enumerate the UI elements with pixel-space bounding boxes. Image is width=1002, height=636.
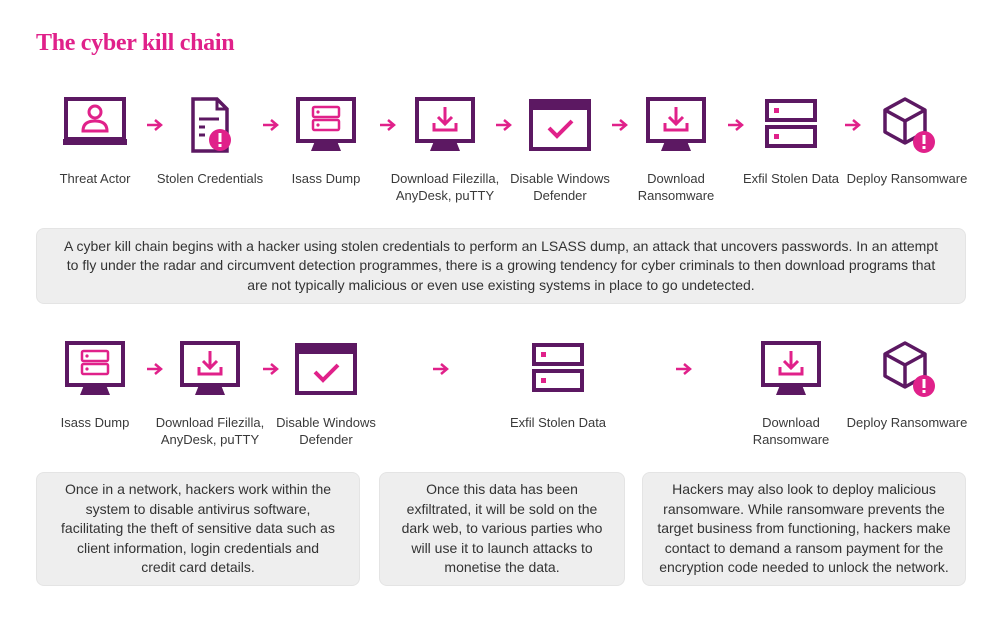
step-exfil-data-2: Exfil Stolen Data [493,340,623,431]
step-label: Isass Dump [60,415,130,430]
arrow-right-icon [728,119,744,131]
detail-text: Once in a network, hackers work within t… [61,481,335,576]
server-stack-icon [765,99,817,148]
detail-box-ransomware: Hackers may also look to deploy maliciou… [642,472,966,586]
page-title: The cyber kill chain [36,30,235,56]
arrow-right-icon [676,363,692,375]
step-label: Download Ransomware [637,171,715,203]
arrow-right-icon [433,363,449,375]
step-download-ransomware: Download Ransomware [611,96,741,204]
step-exfil-data: Exfil Stolen Data [726,96,856,187]
step-threat-actor: Threat Actor [30,96,160,187]
step-download-tools-2: Download Filezilla, AnyDesk, puTTY [145,340,275,448]
defender-window-check-icon [295,343,357,395]
step-label: Isass Dump [291,171,361,186]
detail-text: Hackers may also look to deploy maliciou… [657,481,951,576]
arrow-right-icon [612,119,628,131]
detail-text: Once this data has been exfiltrated, it … [401,481,603,576]
threat-actor-monitor-icon [63,97,127,145]
step-disable-defender: Disable Windows Defender [495,96,625,204]
step-label: Exfil Stolen Data [742,171,840,186]
step-label: Threat Actor [59,171,131,186]
server-stack-icon [532,343,584,392]
lsass-dump-server-monitor-icon [65,341,125,395]
step-label: Stolen Credentials [156,171,264,186]
step-label: Download Filezilla, AnyDesk, puTTY [155,415,265,447]
step-download-ransomware-2: Download Ransomware [726,340,856,448]
detail-box-exfiltration: Once this data has been exfiltrated, it … [379,472,625,586]
arrow-right-icon [380,119,396,131]
step-deploy-ransomware-2: Deploy Ransomware [842,340,972,431]
step-label: Deploy Ransomware [846,415,968,430]
arrow-right-icon [845,119,861,131]
step-lsass-dump-2: Isass Dump [30,340,160,431]
arrow-right-icon [147,119,163,131]
step-label: Download Filezilla, AnyDesk, puTTY [390,171,500,203]
download-monitor-icon [646,97,706,151]
stolen-credentials-document-icon [191,97,231,153]
download-monitor-icon [415,97,475,151]
step-disable-defender-2: Disable Windows Defender [261,340,391,448]
step-lsass-dump: Isass Dump [261,96,391,187]
download-monitor-icon [180,341,240,395]
step-label: Deploy Ransomware [846,171,968,186]
arrow-right-icon [147,363,163,375]
arrow-right-icon [496,119,512,131]
step-stolen-credentials: Stolen Credentials [145,96,275,187]
ransomware-cube-alert-icon [883,97,935,153]
defender-window-check-icon [529,99,591,151]
step-label: Disable Windows Defender [510,171,610,203]
detail-box-network: Once in a network, hackers work within t… [36,472,360,586]
step-label: Disable Windows Defender [276,415,376,447]
ransomware-cube-alert-icon [883,341,935,397]
summary-text: A cyber kill chain begins with a hacker … [64,237,938,293]
arrow-right-icon [263,363,279,375]
step-label: Download Ransomware [752,415,830,447]
step-label: Exfil Stolen Data [509,415,607,430]
step-deploy-ransomware: Deploy Ransomware [842,96,972,187]
step-download-tools: Download Filezilla, AnyDesk, puTTY [380,96,510,204]
download-monitor-icon [761,341,821,395]
summary-box: A cyber kill chain begins with a hacker … [36,228,966,304]
arrow-right-icon [263,119,279,131]
lsass-dump-server-monitor-icon [296,97,356,151]
